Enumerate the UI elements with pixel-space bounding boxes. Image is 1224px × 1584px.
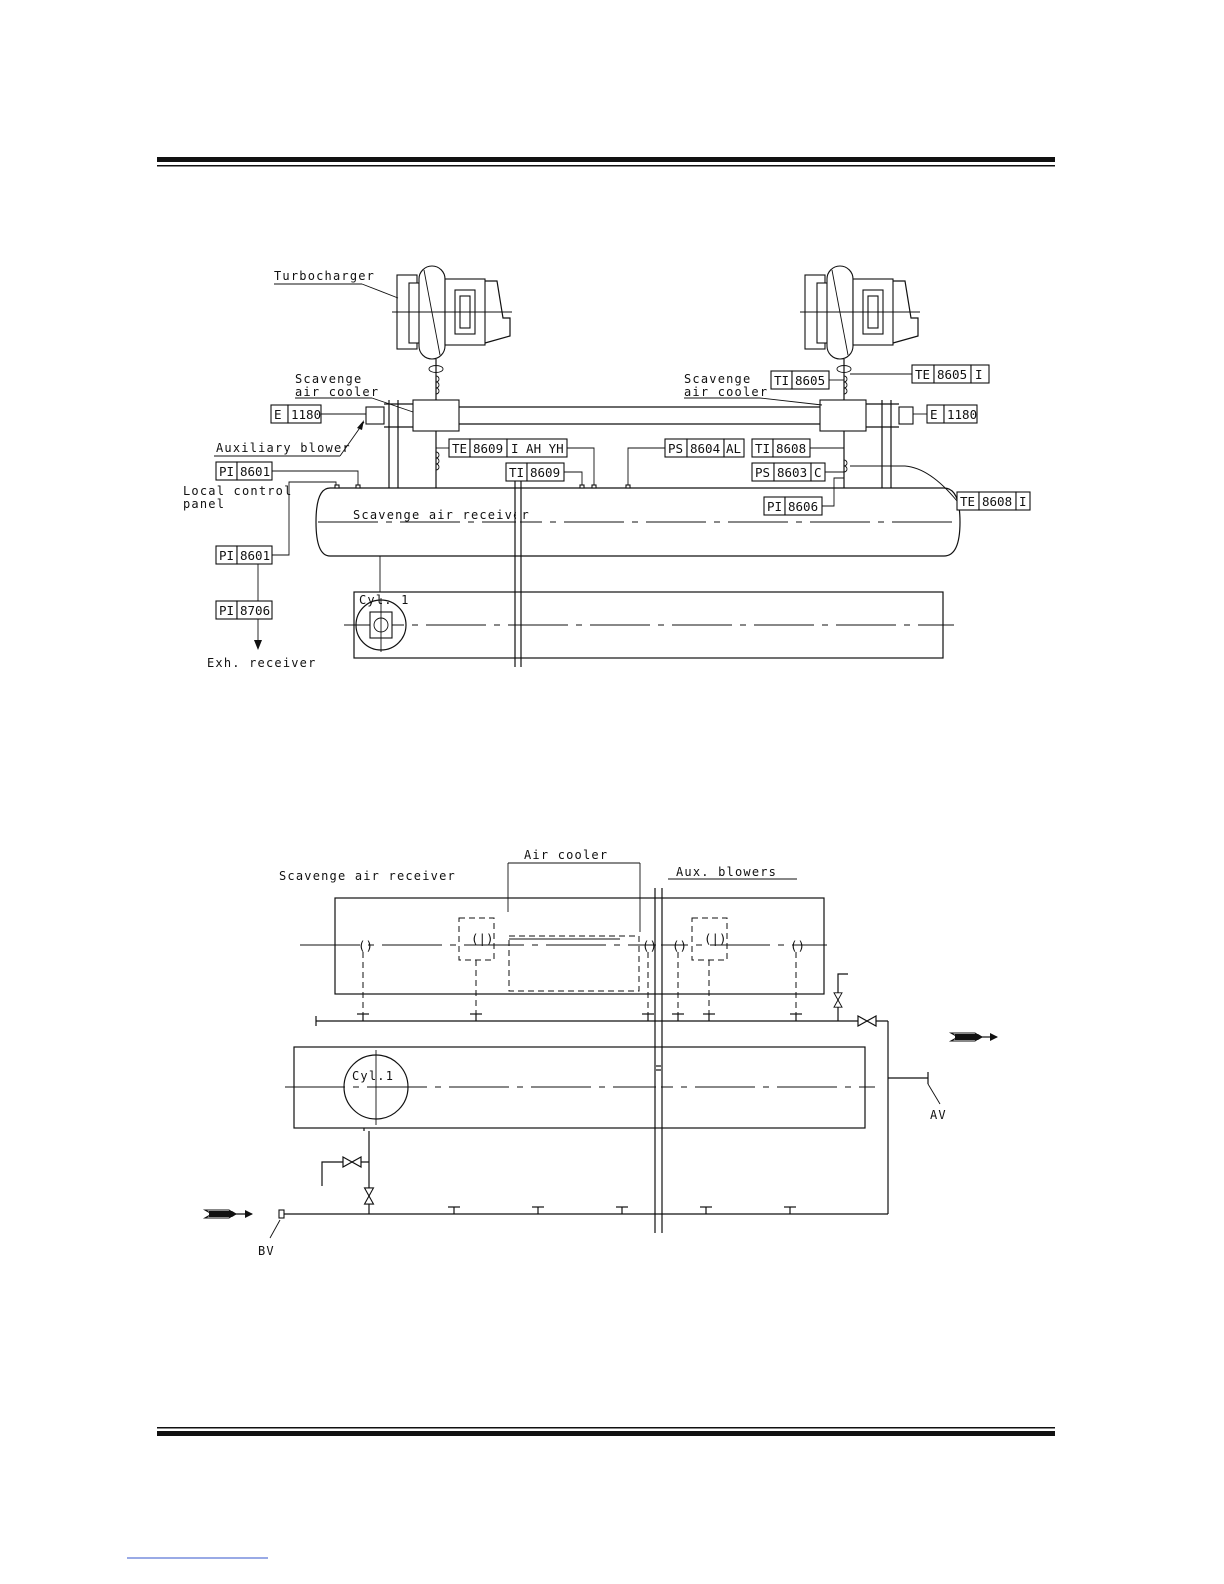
local-control-panel-label-1: Local control — [183, 484, 293, 498]
svg-text:(): () — [790, 938, 805, 953]
svg-text:8609: 8609 — [530, 465, 560, 480]
bv-label: BV — [258, 1244, 275, 1258]
inlet-arrow[interactable] — [202, 1209, 253, 1219]
svg-text:8606: 8606 — [788, 499, 818, 514]
air-cooler-label: Air cooler — [524, 848, 608, 862]
scavenge-air-receiver-label: Scavenge air receiver — [353, 508, 530, 522]
bottom-break-lines — [654, 888, 663, 1233]
exh-receiver-label: Exh. receiver — [207, 656, 317, 670]
bottom-scavenge-air-receiver-label: Scavenge air receiver — [279, 869, 456, 883]
scavenge-air-receiver: Scavenge air receiver — [315, 487, 961, 592]
svg-text:8608: 8608 — [982, 494, 1012, 509]
scavenge-air-cooler-label-1a: Scavenge — [295, 372, 362, 386]
svg-text:TE: TE — [452, 441, 467, 456]
svg-text:8601: 8601 — [240, 548, 270, 563]
top-break-lines — [514, 476, 522, 667]
tag-te8605: TE 8605 I — [850, 364, 990, 384]
compensator-right — [836, 359, 852, 400]
svg-text:AL: AL — [726, 441, 741, 456]
svg-text:(|): (|) — [704, 931, 727, 946]
svg-text:(|): (|) — [471, 931, 494, 946]
upper-drain-valve[interactable] — [857, 1015, 877, 1027]
aux-blowers-label: Aux. blowers — [676, 865, 777, 879]
svg-text:TI: TI — [774, 373, 789, 388]
cylinder-label: Cyl. 1 — [359, 593, 410, 607]
tag-ti8608: TI 8608 — [751, 438, 844, 458]
tag-e1180-right: E 1180 — [913, 404, 978, 424]
bottom-diagram: Scavenge air receiver Air cooler Aux. bl… — [202, 848, 998, 1258]
upper-drain-pipe — [315, 973, 888, 1027]
compensator-left — [428, 359, 444, 400]
tag-te8608: TE 8608 I — [850, 465, 1031, 511]
svg-text:(): () — [642, 938, 657, 953]
svg-text:8601: 8601 — [240, 464, 270, 479]
av-label: AV — [930, 1108, 947, 1122]
lower-drain-pipe: BV — [258, 1128, 888, 1258]
turbocharger-label: Turbocharger — [274, 269, 375, 283]
bottom-cylinder-label: Cyl.1 — [352, 1069, 394, 1083]
tag-e1180-left: E 1180 — [270, 404, 366, 424]
svg-text:(): () — [672, 938, 687, 953]
svg-text:(): () — [358, 938, 373, 953]
tag-ps8603: PS 8603 C — [751, 462, 844, 482]
svg-text:PI: PI — [219, 603, 234, 618]
svg-text:E: E — [930, 407, 938, 422]
svg-text:1180: 1180 — [291, 407, 321, 422]
tag-pi8601-b: PI 8601 — [215, 481, 337, 601]
scavenge-air-cooler-label-1b: air cooler — [295, 385, 379, 399]
tag-ti8609: TI 8609 — [505, 462, 583, 485]
svg-text:PI: PI — [767, 499, 782, 514]
svg-text:8605: 8605 — [937, 367, 967, 382]
tag-ps8604: PS 8604 AL — [627, 438, 745, 485]
svg-text:C: C — [814, 465, 822, 480]
svg-text:8608: 8608 — [776, 441, 806, 456]
svg-text:PS: PS — [755, 465, 770, 480]
svg-text:TI: TI — [755, 441, 770, 456]
scavenge-air-cooler-label-2a: Scavenge — [684, 372, 751, 386]
header-rule — [157, 157, 1055, 167]
svg-text:8706: 8706 — [240, 603, 270, 618]
engine-cylinder-block: Cyl. 1 — [344, 591, 954, 659]
svg-text:8604: 8604 — [690, 441, 720, 456]
svg-text:TE: TE — [915, 367, 930, 382]
svg-text:8605: 8605 — [795, 373, 825, 388]
cylinder-drain-valve-horizontal[interactable] — [342, 1156, 362, 1168]
tag-te8609: TE 8609 I AH YH — [436, 438, 595, 485]
drain-riser: AV — [887, 1021, 947, 1214]
scavenge-air-cooler-assembly — [365, 399, 914, 488]
scavenge-air-cooler-label-2b: air cooler — [684, 385, 768, 399]
bottom-engine-block: Cyl.1 — [285, 1046, 875, 1129]
svg-text:8603: 8603 — [777, 465, 807, 480]
footer-rule — [157, 1427, 1055, 1436]
auxiliary-blower-label: Auxiliary blower — [216, 441, 351, 455]
tag-pi8606: PI 8606 — [763, 477, 844, 516]
tag-pi8601-a: PI 8601 — [215, 461, 359, 485]
local-control-panel-label-2: panel — [183, 497, 225, 511]
top-diagram: Turbocharger — [183, 265, 1031, 670]
cylinder-drain-valve-vertical[interactable] — [363, 1187, 375, 1205]
turbocharger-right — [800, 265, 920, 360]
svg-text:I: I — [975, 367, 983, 382]
svg-text:TI: TI — [509, 465, 524, 480]
vent-valve-upper[interactable] — [833, 992, 843, 1008]
svg-text:PS: PS — [668, 441, 683, 456]
svg-text:I: I — [1019, 494, 1027, 509]
tag-pi8706: PI 8706 — [215, 600, 273, 650]
outlet-arrow[interactable] — [948, 1032, 998, 1042]
tag-ti8605: TI 8605 — [770, 370, 844, 390]
svg-text:PI: PI — [219, 464, 234, 479]
svg-text:PI: PI — [219, 548, 234, 563]
svg-text:1180: 1180 — [947, 407, 977, 422]
svg-text:8609: 8609 — [473, 441, 503, 456]
svg-text:TE: TE — [960, 494, 975, 509]
svg-text:I AH YH: I AH YH — [511, 441, 564, 456]
turbocharger-left — [392, 265, 512, 360]
svg-text:E: E — [274, 407, 282, 422]
bottom-scavenge-air-receiver: (|) (|) () () () () — [300, 897, 827, 1014]
